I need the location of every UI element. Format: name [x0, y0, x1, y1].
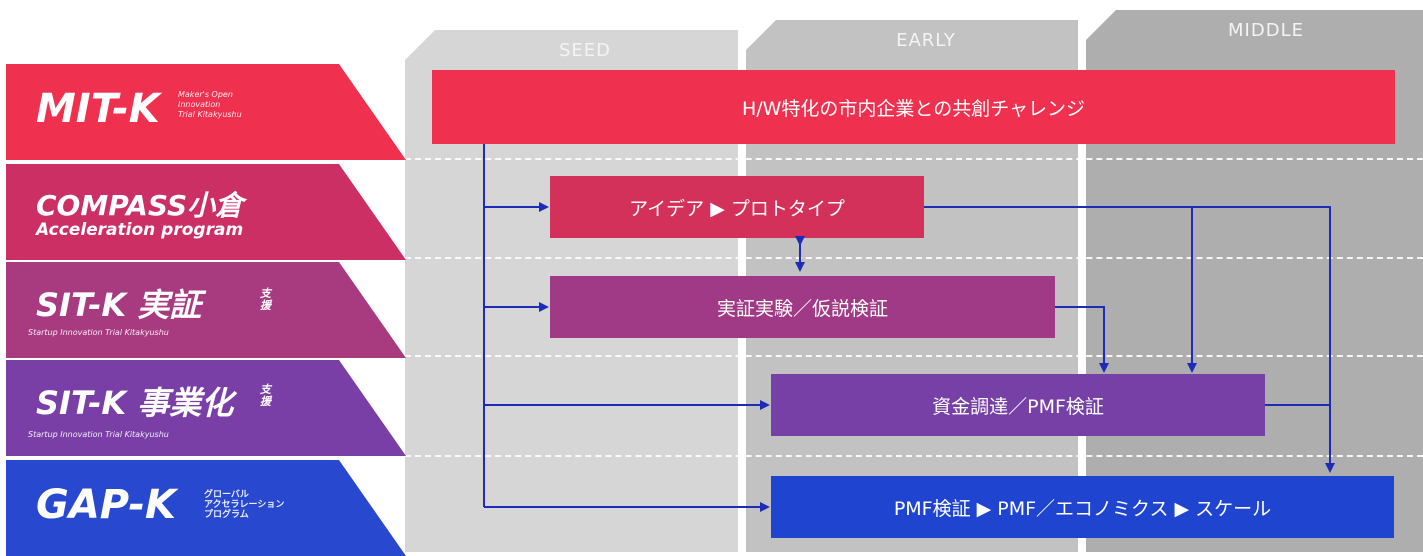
- program-title: SIT-K 実証: [36, 286, 202, 324]
- step-pmf-scale: PMF検証 ▶ PMF／エコノミクス ▶ スケール: [771, 476, 1394, 538]
- program-subtitle: Startup Innovation Trial Kitakyushu: [28, 328, 169, 337]
- step-poc-validation: 実証実験／仮説検証: [550, 276, 1055, 338]
- program-title: GAP-K: [36, 482, 176, 528]
- arrow-idea-out: [924, 206, 1335, 473]
- program-mit-k: MIT-K Maker's Open Innovation Trial Kita…: [6, 64, 406, 160]
- program-subtitle: Acceleration program: [36, 220, 244, 240]
- program-subtitle: Startup Innovation Trial Kitakyushu: [28, 430, 169, 439]
- step-mit-k-challenge: H/W特化の市内企業との共創チャレンジ: [432, 70, 1395, 144]
- step-funding-pmf: 資金調達／PMF検証: [771, 374, 1265, 436]
- program-subtitle: グローバル アクセラレーション プログラム: [204, 490, 285, 520]
- program-subtitle: Maker's Open Innovation Trial Kitakyushu: [178, 90, 242, 119]
- row-separator: [405, 455, 1423, 457]
- program-sit-k-biz: SIT-K 事業化 支援 Startup Innovation Trial Ki…: [6, 360, 406, 456]
- stage-label-middle: MIDDLE: [1228, 20, 1304, 41]
- program-title: MIT-K: [36, 86, 160, 132]
- program-title-suffix: 支援: [260, 383, 271, 408]
- step-idea-prototype: アイデア ▶ プロトタイプ: [550, 176, 924, 238]
- stage-label-seed: SEED: [558, 40, 612, 61]
- row-separator: [405, 158, 1423, 160]
- program-title-suffix: 支援: [260, 287, 271, 312]
- program-sit-k-poc: SIT-K 実証 支援 Startup Innovation Trial Kit…: [6, 262, 406, 358]
- row-separator: [405, 257, 1423, 259]
- program-gap-k: GAP-K グローバル アクセラレーション プログラム: [6, 460, 406, 556]
- program-compass: COMPASS小倉 Acceleration program: [6, 164, 406, 260]
- row-separator: [405, 355, 1423, 357]
- program-title: COMPASS小倉: [36, 189, 244, 222]
- stage-label-early: EARLY: [896, 30, 956, 51]
- arrow-poc-to-funding: [1055, 306, 1109, 373]
- program-title: SIT-K 事業化: [36, 384, 234, 422]
